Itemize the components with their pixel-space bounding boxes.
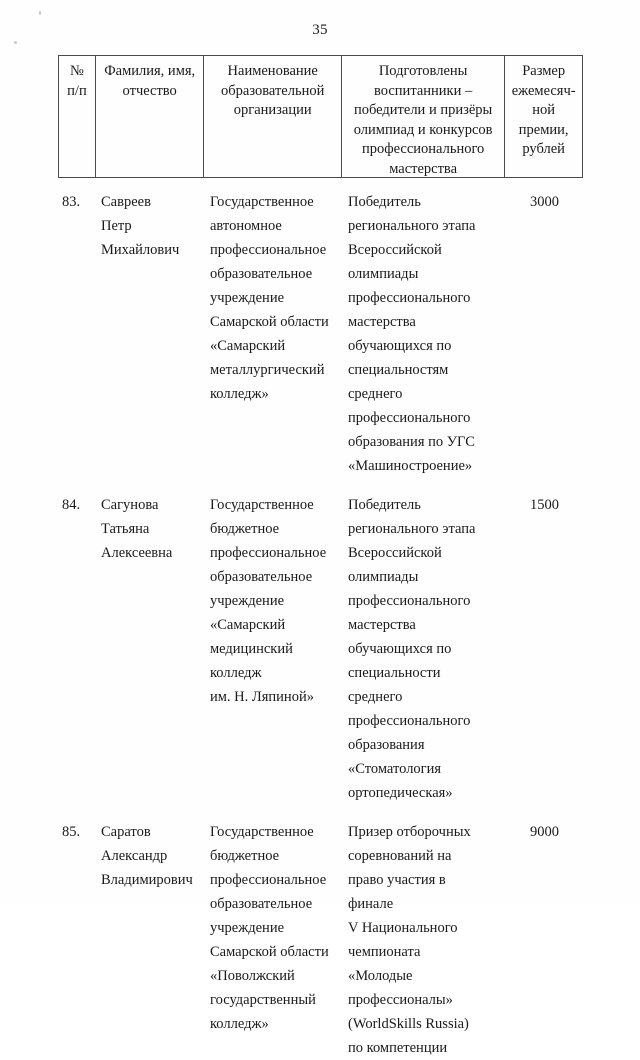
scan-artifact-speck bbox=[14, 41, 17, 44]
cell-amount: 3000 bbox=[530, 194, 559, 210]
page-number: 35 bbox=[312, 22, 328, 38]
cell-number: 84. bbox=[62, 497, 81, 513]
scan-artifact-speck bbox=[39, 11, 41, 15]
cell-number: 85. bbox=[62, 824, 81, 840]
cell-number: 83. bbox=[62, 194, 81, 210]
cell-amount: 1500 bbox=[530, 497, 559, 513]
cell-amount: 9000 bbox=[530, 824, 559, 840]
column-header-full-name: Фамилия, имя,отчество bbox=[96, 56, 205, 177]
